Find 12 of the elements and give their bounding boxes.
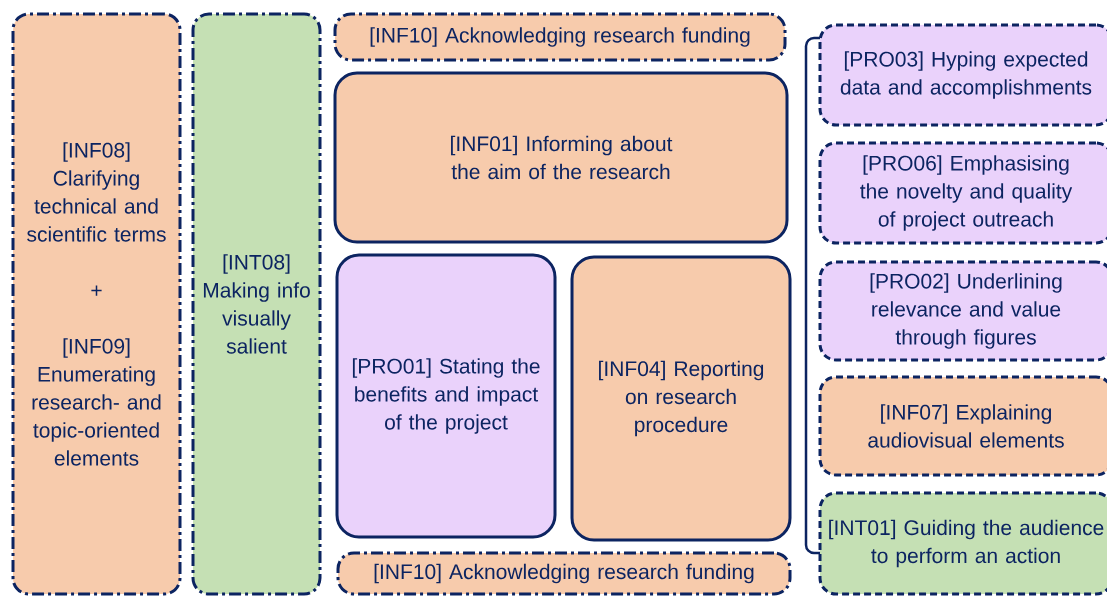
- category-box: [PRO01] Stating the benefits and impact of the project: [335, 253, 557, 539]
- category-box: [PRO03] Hyping expected data and accomplishments: [818, 23, 1107, 127]
- category-box: [PRO02] Underlining relevance and value through figures: [818, 260, 1107, 362]
- category-box: [INF08] Clarifying technical and scientific terms + [INF09] Enumerating research- and topic-oriented elements: [11, 12, 182, 596]
- category-box: [INT01] Guiding the audience to perform an action: [818, 491, 1107, 596]
- category-box: [INF07] Explaining audiovisual elements: [818, 375, 1107, 477]
- category-box: [INF10] Acknowledging research funding: [333, 12, 787, 62]
- category-box: [INF01] Informing about the aim of the research: [333, 71, 789, 244]
- category-box: [INT08] Making info visually salient: [191, 12, 322, 596]
- category-box: [PRO06] Emphasising the novelty and quality of project outreach: [818, 141, 1107, 245]
- category-box: [INF10] Acknowledging research funding: [336, 551, 792, 596]
- category-box: [INF04] Reporting on research procedure: [570, 255, 792, 542]
